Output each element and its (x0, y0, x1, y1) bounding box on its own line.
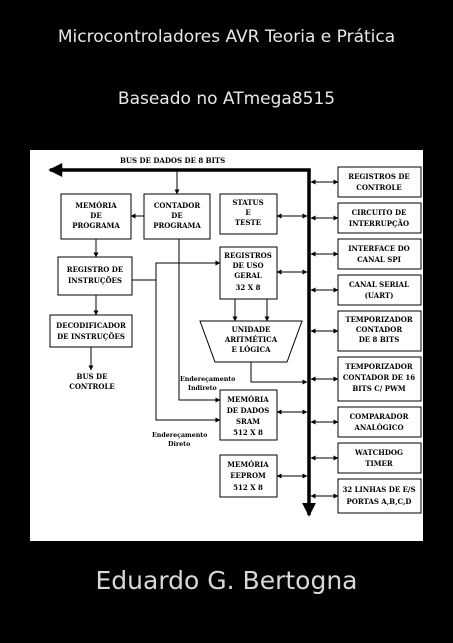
svg-text:REGISTROS: REGISTROS (224, 251, 272, 260)
svg-text:E: E (245, 208, 250, 217)
svg-text:EEPROM: EEPROM (230, 471, 266, 480)
svg-text:WATCHDOG: WATCHDOG (354, 448, 403, 457)
svg-text:32 LINHAS DE E/S: 32 LINHAS DE E/S (342, 485, 415, 494)
indirect-label-2: Indireto (188, 385, 217, 392)
svg-text:TIMER: TIMER (365, 459, 393, 468)
svg-text:32 X 8: 32 X 8 (236, 283, 261, 292)
direct-label-1: Endereçamento (152, 432, 207, 439)
svg-text:BITS C/ PWM: BITS C/ PWM (352, 384, 406, 393)
svg-text:512 X 8: 512 X 8 (233, 483, 263, 492)
svg-text:512 X 8: 512 X 8 (233, 428, 263, 437)
svg-text:REGISTRO DE: REGISTRO DE (67, 265, 123, 274)
book-author: Eduardo G. Bertogna (95, 566, 358, 595)
svg-text:INSTRUÇÕES: INSTRUÇÕES (68, 276, 122, 285)
svg-text:DE DADOS: DE DADOS (227, 406, 270, 415)
svg-text:PORTAS A,B,C,D: PORTAS A,B,C,D (347, 497, 412, 506)
svg-text:TESTE: TESTE (235, 218, 261, 227)
svg-text:INTERRUPÇÃO: INTERRUPÇÃO (349, 219, 409, 228)
svg-text:DE 8 BITS: DE 8 BITS (359, 335, 400, 344)
svg-text:ANALÓGICO: ANALÓGICO (353, 423, 403, 432)
svg-text:INTERFACE DO: INTERFACE DO (348, 244, 410, 253)
book-subtitle: Baseado no ATmega8515 (117, 89, 336, 109)
peripheral-interrupt: CIRCUITO DE INTERRUPÇÃO (337, 202, 422, 234)
svg-text:CONTADOR: CONTADOR (356, 325, 402, 334)
indirect-addr-line (178, 239, 221, 403)
peripheral-timer8: TEMPORIZADOR CONTADOR DE 8 BITS (337, 310, 422, 352)
peripheral-io-ports: 32 LINHAS DE E/S PORTAS A,B,C,D (337, 478, 422, 514)
svg-text:DE INSTRUÇÕES: DE INSTRUÇÕES (57, 332, 125, 341)
general-registers-block: REGISTROS DE USO GERAL 32 X 8 (219, 246, 278, 300)
control-bus-label-2: CONTROLE (69, 382, 114, 391)
peripheral-watchdog: WATCHDOG TIMER (337, 442, 422, 474)
peripheral-timer16: TEMPORIZADOR CONTADOR DE 16 BITS C/ PWM (337, 356, 422, 402)
svg-text:CANAL SERIAL: CANAL SERIAL (349, 280, 409, 289)
svg-text:SRAM: SRAM (236, 417, 260, 426)
sram-block: MEMÓRIA DE DADOS SRAM 512 X 8 (219, 389, 278, 441)
alu-to-bus-line (250, 362, 308, 385)
instruction-decoder-block: DECODIFICADOR DE INSTRUÇÕES (49, 314, 133, 348)
svg-text:CONTADOR: CONTADOR (154, 201, 200, 210)
svg-text:GERAL: GERAL (234, 271, 262, 280)
instruction-register-block: REGISTRO DE INSTRUÇÕES (57, 256, 133, 296)
data-bus-line (48, 163, 311, 177)
peripheral-spi: INTERFACE DO CANAL SPI (337, 238, 422, 270)
eeprom-block: MEMÓRIA EEPROM 512 X 8 (219, 454, 278, 498)
svg-text:MEMÓRIA: MEMÓRIA (227, 395, 269, 404)
program-counter-block: CONTADOR DE PROGRAMA (143, 193, 211, 240)
alu-block: UNIDADE ARITMÉTICA E LÓGICA (199, 320, 303, 363)
svg-text:MEMÓRIA: MEMÓRIA (75, 201, 117, 210)
svg-text:DE: DE (90, 211, 101, 220)
book-title: Microcontroladores AVR Teoria e Prática (57, 27, 396, 47)
data-bus-label: BUS DE DADOS DE 8 BITS (120, 156, 225, 165)
direct-label-2: Direto (168, 441, 190, 448)
avr-block-diagram: BUS DE DADOS DE 8 BITS MEMÓRIA DE PROGRA… (30, 150, 423, 541)
svg-text:CANAL SPI: CANAL SPI (357, 255, 401, 264)
control-bus-label-1: BUS DE (77, 372, 108, 381)
svg-text:PROGRAMA: PROGRAMA (72, 221, 120, 230)
svg-text:REGISTROS DE: REGISTROS DE (348, 172, 409, 181)
program-memory-block: MEMÓRIA DE PROGRAMA (60, 193, 132, 240)
svg-text:ARITMÉTICA: ARITMÉTICA (224, 335, 278, 344)
svg-text:UNIDADE: UNIDADE (232, 325, 271, 334)
status-test-block: STATUS E TESTE (219, 193, 278, 235)
svg-text:(UART): (UART) (365, 291, 394, 300)
svg-text:PROGRAMA: PROGRAMA (153, 221, 201, 230)
peripheral-control-registers: REGISTROS DE CONTROLE (337, 166, 422, 198)
svg-text:DE USO: DE USO (232, 261, 263, 270)
svg-text:CONTADOR DE 16: CONTADOR DE 16 (343, 373, 415, 382)
peripheral-uart: CANAL SERIAL (UART) (337, 274, 422, 306)
svg-text:E LÓGICA: E LÓGICA (231, 345, 271, 354)
svg-text:CONTROLE: CONTROLE (356, 183, 401, 192)
peripheral-comparator: COMPARADOR ANALÓGICO (337, 406, 422, 438)
svg-text:DE: DE (171, 211, 182, 220)
svg-text:CIRCUITO DE: CIRCUITO DE (352, 208, 407, 217)
svg-text:MEMÓRIA: MEMÓRIA (227, 460, 269, 469)
svg-text:STATUS: STATUS (232, 198, 263, 207)
svg-text:DECODIFICADOR: DECODIFICADOR (56, 321, 126, 330)
direct-addr-line (155, 280, 221, 423)
svg-text:COMPARADOR: COMPARADOR (350, 412, 409, 421)
svg-text:TEMPORIZADOR: TEMPORIZADOR (345, 362, 412, 371)
ir-to-regs-line (132, 260, 221, 281)
diagram-svg: BUS DE DADOS DE 8 BITS MEMÓRIA DE PROGRA… (48, 156, 422, 517)
svg-text:TEMPORIZADOR: TEMPORIZADOR (345, 315, 412, 324)
indirect-label-1: Endereçamento (180, 376, 235, 383)
